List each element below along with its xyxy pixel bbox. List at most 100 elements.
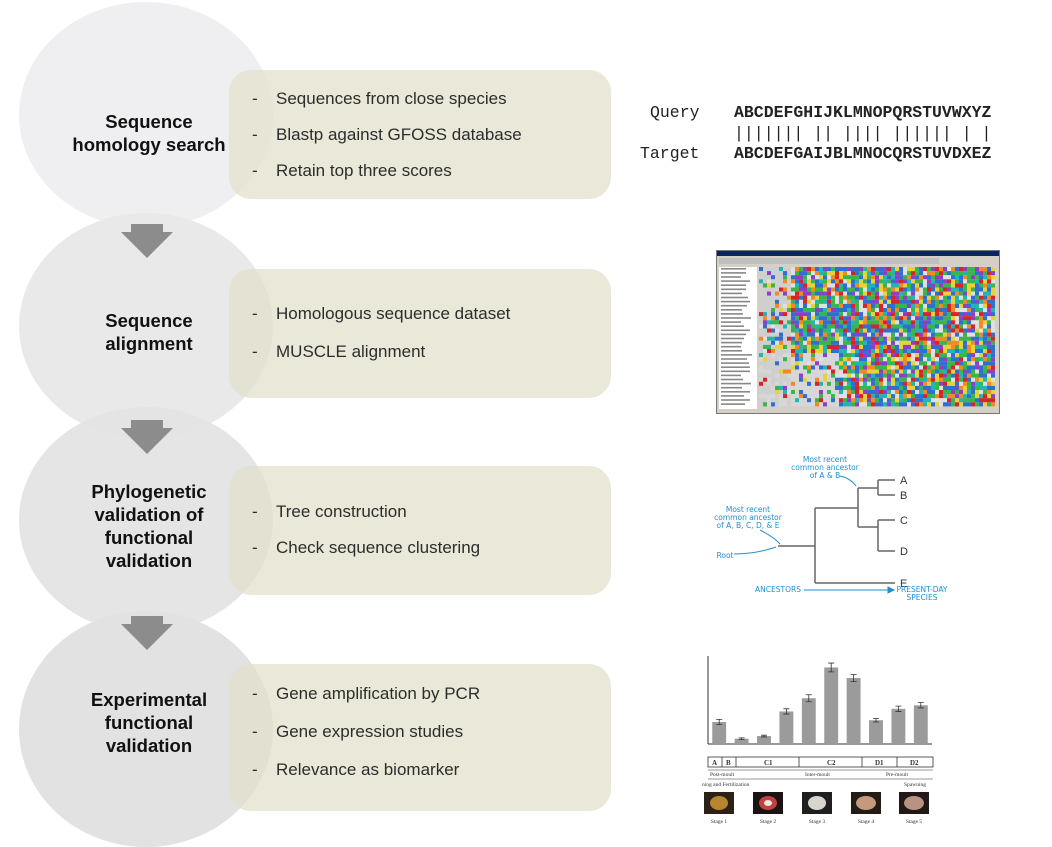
msa-cell: [827, 320, 831, 325]
msa-cell: [827, 283, 831, 288]
msa-cell: [915, 381, 919, 386]
msa-cell: [907, 381, 911, 386]
msa-cell: [863, 332, 867, 337]
msa-cell: [787, 381, 791, 386]
msa-cell: [915, 353, 919, 358]
msa-cell: [795, 320, 799, 325]
msa-cell: [771, 344, 775, 349]
msa-cell: [943, 267, 947, 272]
msa-cell: [875, 308, 879, 313]
msa-cell: [839, 394, 843, 399]
msa-cell: [927, 271, 931, 276]
msa-cell: [907, 336, 911, 341]
msa-cell: [779, 332, 783, 337]
msa-cell: [767, 336, 771, 341]
msa-cell: [879, 369, 883, 374]
msa-cell: [855, 332, 859, 337]
msa-cell: [979, 291, 983, 296]
msa-cell: [903, 394, 907, 399]
msa-cell: [823, 398, 827, 403]
msa-cell: [783, 308, 787, 313]
msa-cell: [763, 402, 767, 407]
msa-cell: [991, 287, 995, 292]
msa-cell: [955, 267, 959, 272]
msa-cell: [767, 398, 771, 403]
msa-cell: [807, 324, 811, 329]
msa-cell: [895, 377, 899, 382]
msa-cell: [979, 369, 983, 374]
blast-alignment: Query ABCDEFGHIJKLMNOPQRSTUVWXYZ |||||||…: [640, 100, 1048, 180]
msa-cell: [771, 381, 775, 386]
msa-cell: [951, 324, 955, 329]
msa-cell: [803, 291, 807, 296]
msa-cell: [843, 332, 847, 337]
msa-cell: [879, 394, 883, 399]
msa-cell: [951, 283, 955, 288]
msa-cell: [979, 328, 983, 333]
msa-cell: [759, 303, 763, 308]
msa-cell: [787, 344, 791, 349]
msa-cell: [771, 312, 775, 317]
msa-cell: [795, 344, 799, 349]
msa-cell: [867, 316, 871, 321]
msa-cell: [899, 394, 903, 399]
msa-cell: [987, 279, 991, 284]
msa-cell: [823, 291, 827, 296]
msa-cell: [927, 336, 931, 341]
msa-cell: [871, 312, 875, 317]
msa-cell: [831, 324, 835, 329]
msa-cell: [987, 303, 991, 308]
msa-cell: [959, 291, 963, 296]
msa-cell: [923, 303, 927, 308]
msa-cell: [923, 369, 927, 374]
msa-cell: [859, 398, 863, 403]
msa-cell: [907, 385, 911, 390]
msa-cell: [907, 394, 911, 399]
msa-cell: [983, 267, 987, 272]
msa-cell: [867, 357, 871, 362]
msa-cell: [887, 332, 891, 337]
msa-cell: [963, 283, 967, 288]
bar: [869, 720, 883, 744]
msa-cell: [975, 353, 979, 358]
msa-cell: [819, 398, 823, 403]
msa-cell: [767, 312, 771, 317]
msa-cell: [899, 398, 903, 403]
msa-cell: [823, 365, 827, 370]
msa-cell: [987, 299, 991, 304]
msa-cell: [987, 287, 991, 292]
msa-cell: [879, 381, 883, 386]
msa-cell: [783, 373, 787, 378]
msa-cell: [935, 385, 939, 390]
msa-cell: [947, 332, 951, 337]
msa-cell: [951, 312, 955, 317]
msa-cell: [867, 332, 871, 337]
msa-cell: [939, 279, 943, 284]
msa-cell: [795, 402, 799, 407]
msa-cell: [943, 332, 947, 337]
msa-cell: [799, 369, 803, 374]
msa-cell: [915, 299, 919, 304]
msa-cell: [899, 349, 903, 354]
msa-cell: [891, 398, 895, 403]
msa-cell: [947, 402, 951, 407]
msa-cell: [967, 353, 971, 358]
msa-cell: [767, 320, 771, 325]
msa-cell: [791, 316, 795, 321]
msa-cell: [803, 324, 807, 329]
msa-cell: [851, 320, 855, 325]
msa-cell: [903, 328, 907, 333]
msa-cell: [959, 283, 963, 288]
msa-cell: [939, 275, 943, 280]
msa-cell: [891, 390, 895, 395]
msa-cell: [835, 320, 839, 325]
msa-cell: [787, 324, 791, 329]
msa-cell: [899, 340, 903, 345]
msa-cell: [791, 267, 795, 272]
msa-cell: [971, 340, 975, 345]
msa-cell: [803, 299, 807, 304]
msa-cell: [983, 353, 987, 358]
msa-cell: [947, 287, 951, 292]
msa-cell: [843, 361, 847, 366]
msa-cell: [927, 283, 931, 288]
